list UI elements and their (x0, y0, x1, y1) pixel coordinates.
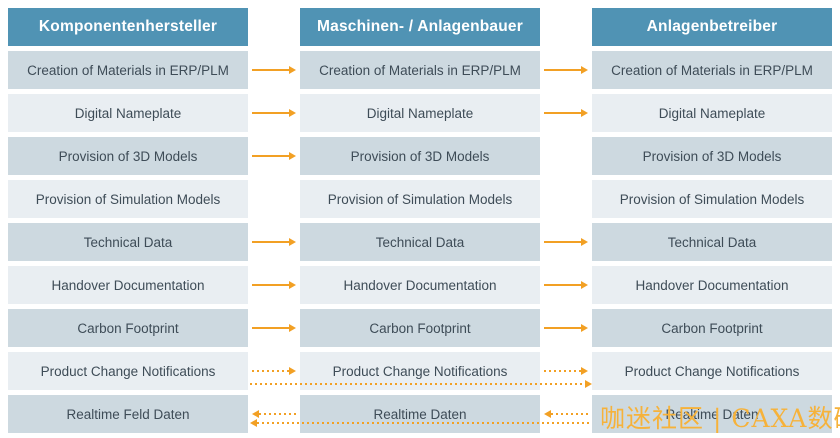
row-col1-item7: Carbon Footprint (8, 309, 248, 347)
column-header-maschinen-anlagenbauer: Maschinen- / Anlagenbauer (300, 8, 540, 46)
arrow-gap2-row7-solid-right (544, 324, 588, 332)
column-header-anlagenbetreiber: Anlagenbetreiber (592, 8, 832, 46)
row-col3-item9: Realtime Daten (592, 395, 832, 433)
row-col1-item6: Handover Documentation (8, 266, 248, 304)
row-col2-item3: Provision of 3D Models (300, 137, 540, 175)
row-col2-item4: Provision of Simulation Models (300, 180, 540, 218)
arrow-gap1-row8-dotted-right (252, 367, 296, 375)
row-col2-item6: Handover Documentation (300, 266, 540, 304)
arrow-gap1-row9-dotted-left (252, 410, 296, 418)
arrow-gap1-row3-solid-right (252, 152, 296, 160)
arrow-gap1-row6-solid-right (252, 281, 296, 289)
row-col2-item1: Creation of Materials in ERP/PLM (300, 51, 540, 89)
row-col3-item3: Provision of 3D Models (592, 137, 832, 175)
row-col3-item7: Carbon Footprint (592, 309, 832, 347)
row-col1-item3: Provision of 3D Models (8, 137, 248, 175)
row-col3-item4: Provision of Simulation Models (592, 180, 832, 218)
row-col3-item5: Technical Data (592, 223, 832, 261)
row-col1-item8: Product Change Notifications (8, 352, 248, 390)
arrow-gap2-row2-solid-right (544, 109, 588, 117)
watermark-text: 咖迷社区 | CAXA数码大方 (600, 404, 840, 433)
row-col1-item1: Creation of Materials in ERP/PLM (8, 51, 248, 89)
arrow-gap2-row9-dotted-left (544, 410, 588, 418)
column-header-komponentenhersteller: Komponentenhersteller (8, 8, 248, 46)
row-col3-item6: Handover Documentation (592, 266, 832, 304)
arrow-gap2-row8-dotted-right (544, 367, 588, 375)
row-col1-item5: Technical Data (8, 223, 248, 261)
arrow-gap1-row1-solid-right (252, 66, 296, 74)
arrow-gap2-row6-solid-right (544, 281, 588, 289)
arrow-gap1-row7-solid-right (252, 324, 296, 332)
row-col3-item8: Product Change Notifications (592, 352, 832, 390)
cross-link-row9-dotted-left (250, 419, 592, 427)
arrow-gap2-row1-solid-right (544, 66, 588, 74)
row-col1-item9: Realtime Feld Daten (8, 395, 248, 433)
row-col2-item2: Digital Nameplate (300, 94, 540, 132)
row-col2-item5: Technical Data (300, 223, 540, 261)
row-col2-item9: Realtime Daten (300, 395, 540, 433)
row-col1-item4: Provision of Simulation Models (8, 180, 248, 218)
arrow-gap1-row2-solid-right (252, 109, 296, 117)
row-col3-item1: Creation of Materials in ERP/PLM (592, 51, 832, 89)
cross-link-row8-dotted-right (250, 380, 592, 388)
arrow-gap1-row5-solid-right (252, 238, 296, 246)
row-col1-item2: Digital Nameplate (8, 94, 248, 132)
row-col3-item2: Digital Nameplate (592, 94, 832, 132)
row-col2-item7: Carbon Footprint (300, 309, 540, 347)
arrow-gap2-row5-solid-right (544, 238, 588, 246)
